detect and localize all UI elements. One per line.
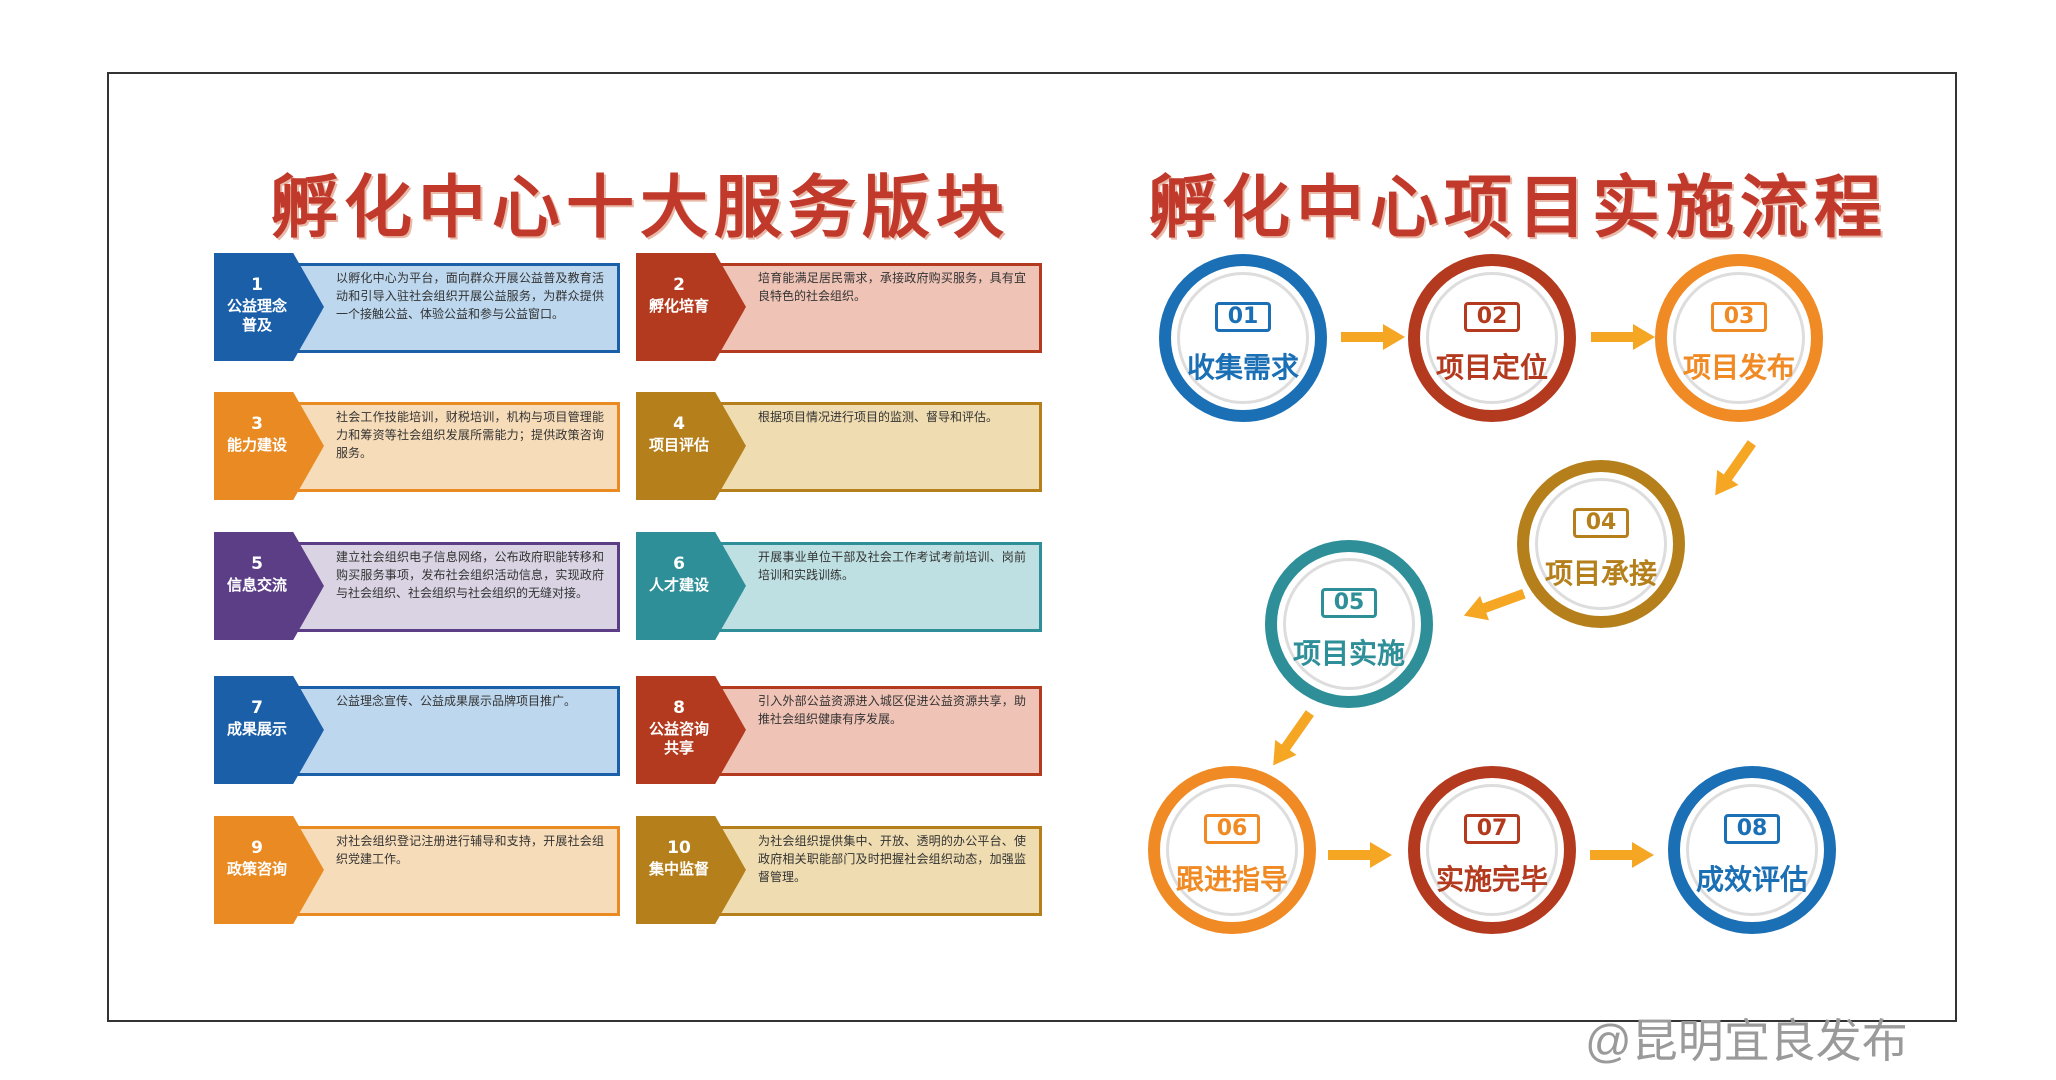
- step-inner-ring: [1535, 478, 1667, 610]
- service-number: 10: [667, 838, 691, 858]
- service-number: 4: [673, 414, 685, 434]
- service-label: 孵化培育: [648, 297, 709, 315]
- service-description: 开展事业单位干部及社会工作考试考前培训、岗前培训和实践训练。: [758, 550, 1026, 582]
- service-number: 5: [251, 554, 263, 574]
- step-label: 项目定位: [1435, 351, 1548, 384]
- step-label: 项目实施: [1292, 637, 1405, 670]
- service-label: 信息交流: [226, 576, 287, 594]
- right-title: 孵化中心项目实施流程: [1148, 169, 1889, 248]
- step-circle: 05 项目实施: [1265, 540, 1433, 708]
- service-number: 9: [251, 838, 263, 858]
- step-circle: 08 成效评估: [1668, 766, 1836, 934]
- service-panel: [708, 686, 1042, 776]
- service-label: 人才建设: [648, 576, 709, 594]
- service-label: 项目评估: [648, 436, 709, 454]
- service-label: 公益咨询共享: [648, 720, 709, 757]
- service-card: 5 信息交流 建立社会组织电子信息网络，公布政府职能转移和购买服务事项，发布社会组织…: [214, 532, 624, 640]
- service-card: 2 孵化培育 培育能满足居民需求，承接政府购买服务，具有宜良特色的社会组织。: [636, 253, 1046, 361]
- step-inner-ring: [1673, 272, 1805, 404]
- step-inner-ring: [1426, 272, 1558, 404]
- step-number: 04: [1573, 508, 1629, 538]
- step-circle: 03 项目发布: [1655, 254, 1823, 422]
- service-description: 社会工作技能培训，财税培训，机构与项目管理能力和筹资等社会组织发展所需能力；提供…: [336, 410, 604, 460]
- flow-arrow-icon: [1328, 842, 1392, 868]
- service-label: 政策咨询: [226, 860, 287, 878]
- service-number: 3: [251, 414, 263, 434]
- step-circle: 07 实施完毕: [1408, 766, 1576, 934]
- step-number: 07: [1464, 814, 1520, 844]
- service-card: 6 人才建设 开展事业单位干部及社会工作考试考前培训、岗前培训和实践训练。: [636, 532, 1046, 640]
- service-number: 6: [673, 554, 685, 574]
- step-number: 06: [1204, 814, 1260, 844]
- service-card: 9 政策咨询 对社会组织登记注册进行辅导和支持，开展社会组织党建工作。: [214, 816, 624, 924]
- service-description: 引入外部公益资源进入城区促进公益资源共享，助推社会组织健康有序发展。: [758, 694, 1026, 726]
- step-label: 收集需求: [1186, 351, 1299, 384]
- flow-arrow-icon: [1463, 589, 1526, 621]
- service-label: 能力建设: [226, 436, 287, 454]
- step-number: 02: [1464, 302, 1520, 332]
- service-number: 8: [673, 698, 685, 718]
- service-label: 集中监督: [648, 860, 709, 878]
- step-label: 项目承接: [1544, 557, 1657, 590]
- service-description: 建立社会组织电子信息网络，公布政府职能转移和购买服务事项，发布社会组织活动信息，…: [336, 550, 604, 600]
- service-description: 培育能满足居民需求，承接政府购买服务，具有宜良特色的社会组织。: [758, 271, 1026, 303]
- service-card: 7 成果展示 公益理念宣传、公益成果展示品牌项目推广。: [214, 676, 624, 784]
- service-description: 根据项目情况进行项目的监测、督导和评估。: [758, 410, 999, 424]
- step-label: 成效评估: [1695, 863, 1808, 896]
- service-label: 成果展示: [226, 720, 287, 738]
- flow-arrow-icon: [1591, 324, 1655, 350]
- step-number: 01: [1215, 302, 1271, 332]
- step-circle: 01 收集需求: [1159, 254, 1327, 422]
- step-circle: 02 项目定位: [1408, 254, 1576, 422]
- service-panel: [286, 826, 620, 916]
- flow-arrow-icon: [1341, 324, 1405, 350]
- service-panel: [708, 402, 1042, 492]
- step-label: 项目发布: [1682, 351, 1795, 384]
- service-panel: [708, 826, 1042, 916]
- service-description: 以孵化中心为平台，面向群众开展公益普及教育活动和引导入驻社会组织开展公益服务，为…: [336, 271, 604, 321]
- service-description: 对社会组织登记注册进行辅导和支持，开展社会组织党建工作。: [336, 834, 604, 866]
- service-description: 公益理念宣传、公益成果展示品牌项目推广。: [336, 694, 577, 708]
- step-inner-ring: [1686, 784, 1818, 916]
- service-panel: [286, 263, 620, 353]
- step-inner-ring: [1166, 784, 1298, 916]
- service-panel: [286, 542, 620, 632]
- service-number: 1: [251, 275, 263, 295]
- service-panel: [286, 402, 620, 492]
- service-label: 公益理念普及: [226, 297, 287, 334]
- step-label: 实施完毕: [1435, 863, 1548, 896]
- service-card: 3 能力建设 社会工作技能培训，财税培训，机构与项目管理能力和筹资等社会组织发展所需…: [214, 392, 624, 500]
- service-number: 7: [251, 698, 263, 718]
- service-card: 10 集中监督 为社会组织提供集中、开放、透明的办公平台、使政府相关职能部门及时把握…: [636, 816, 1046, 924]
- step-number: 05: [1321, 588, 1377, 618]
- watermark: @昆明宜良发布: [1585, 1015, 1908, 1067]
- step-circle: 04 项目承接: [1517, 460, 1685, 628]
- service-description: 为社会组织提供集中、开放、透明的办公平台、使政府相关职能部门及时把握社会组织动态…: [758, 834, 1026, 884]
- step-inner-ring: [1426, 784, 1558, 916]
- flow-arrow-icon: [1273, 710, 1315, 766]
- step-circle: 06 跟进指导: [1148, 766, 1316, 934]
- service-card: 4 项目评估 根据项目情况进行项目的监测、督导和评估。: [636, 392, 1046, 500]
- service-panel: [286, 686, 620, 776]
- flow-arrow-icon: [1590, 842, 1654, 868]
- step-label: 跟进指导: [1175, 863, 1288, 896]
- step-inner-ring: [1177, 272, 1309, 404]
- flow-arrow-icon: [1715, 440, 1757, 496]
- step-inner-ring: [1283, 558, 1415, 690]
- left-title: 孵化中心十大服务版块: [270, 169, 1011, 248]
- step-number: 08: [1724, 814, 1780, 844]
- step-number: 03: [1711, 302, 1767, 332]
- service-number: 2: [673, 275, 685, 295]
